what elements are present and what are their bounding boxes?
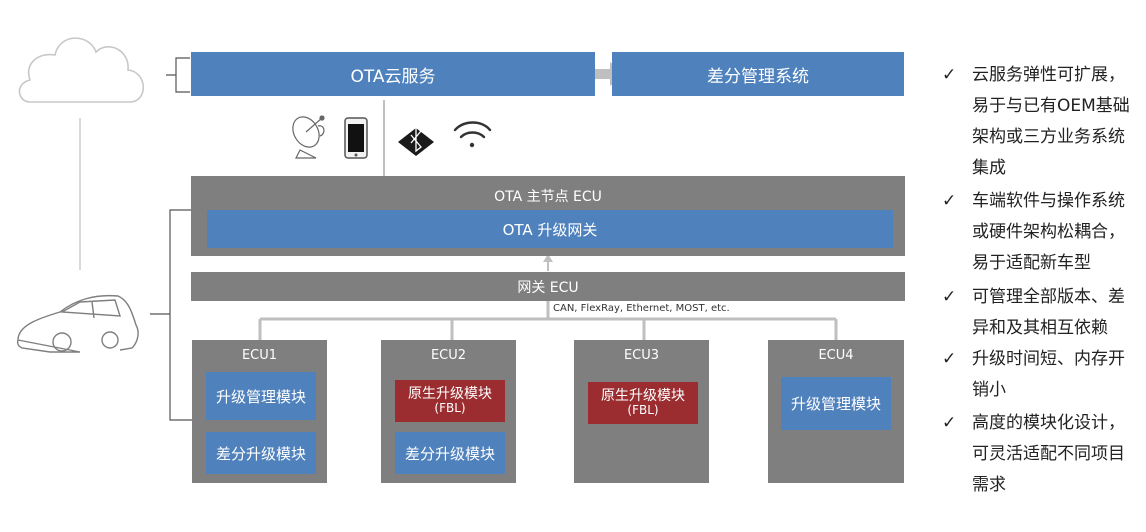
ecu3-native-fbl-module: 原生升级模块 (FBL) — [588, 382, 698, 424]
ota-cloud-service-box: OTA云服务 — [191, 52, 595, 96]
benefit-line: 易于与已有OEM基础 — [972, 96, 1130, 116]
ecu1-upgrade-mgmt-label: 升级管理模块 — [215, 387, 306, 406]
ecu2-fbl-label: (FBL) — [434, 401, 466, 416]
ecu1-title: ECU1 — [241, 348, 278, 363]
benefit-line: 云服务弹性可扩展， — [972, 65, 1125, 85]
ecu2: ECU2 原生升级模块 (FBL) 差分升级模块 — [381, 340, 516, 483]
check-icon: ✓ — [942, 287, 957, 307]
ecu4-upgrade-mgmt-module: 升级管理模块 — [781, 377, 891, 430]
ecu2-diff-upgrade-module: 差分升级模块 — [395, 432, 505, 474]
ecu2-title: ECU2 — [430, 348, 467, 363]
ecu1: ECU1 升级管理模块 差分升级模块 — [192, 340, 327, 483]
ecu3-native-label: 原生升级模块 — [601, 388, 685, 405]
bus-lines — [258, 301, 838, 340]
gateway-ecu-label: 网关 ECU — [517, 279, 579, 296]
ecu3: ECU3 原生升级模块 (FBL) — [574, 340, 709, 483]
ecu4-upgrade-mgmt-label: 升级管理模块 — [790, 395, 881, 413]
benefit-item: ✓ 高度的模块化设计， 可灵活适配不同项目 需求 — [942, 408, 1142, 501]
ecu4-title: ECU4 — [818, 348, 854, 363]
satellite-icon — [292, 115, 325, 159]
benefit-line: 易于适配新车型 — [972, 253, 1091, 273]
benefit-item: ✓ 可管理全部版本、差 异和及其相互依赖 — [942, 282, 1142, 344]
ecu3-fbl-label: (FBL) — [627, 403, 659, 418]
check-icon: ✓ — [942, 65, 957, 85]
benefit-item: ✓ 升级时间短、内存开 销小 — [942, 344, 1142, 406]
check-icon: ✓ — [942, 349, 957, 369]
ecu4: ECU4 升级管理模块 — [768, 340, 904, 483]
wifi-icon — [453, 121, 492, 148]
ecu1-upgrade-mgmt-module: 升级管理模块 — [206, 372, 316, 420]
benefit-line: 销小 — [972, 380, 1006, 400]
benefit-line: 高度的模块化设计， — [972, 413, 1125, 433]
benefit-item: ✓ 车端软件与操作系统 或硬件架构松耦合， 易于适配新车型 — [942, 186, 1142, 279]
diff-management-box: 差分管理系统 — [612, 52, 904, 96]
ecu1-diff-upgrade-module: 差分升级模块 — [206, 432, 316, 474]
benefit-line: 可管理全部版本、差 — [972, 287, 1125, 307]
benefit-line: 或硬件架构松耦合， — [972, 222, 1125, 242]
ecu2-diff-upgrade-label: 差分升级模块 — [404, 444, 495, 463]
ecu2-native-fbl-module: 原生升级模块 (FBL) — [395, 380, 505, 422]
benefit-line: 车端软件与操作系统 — [972, 191, 1125, 211]
benefit-line: 异和及其相互依赖 — [972, 318, 1108, 338]
benefit-item: ✓ 云服务弹性可扩展， 易于与已有OEM基础 架构或三方业务系统 集成 — [942, 60, 1142, 184]
gateway-ecu: 网关 ECU — [191, 272, 905, 301]
benefit-line: 需求 — [972, 475, 1006, 495]
benefit-line: 升级时间短、内存开 — [972, 349, 1125, 369]
check-icon: ✓ — [942, 191, 957, 211]
check-icon: ✓ — [942, 413, 957, 433]
cloud-bracket — [166, 57, 190, 93]
smartphone-icon — [344, 117, 368, 159]
ota-master-ecu-title: OTA 主节点 ECU — [494, 189, 602, 205]
ota-master-ecu: OTA 主节点 ECU OTA 升级网关 — [191, 176, 905, 256]
car-icon — [16, 294, 139, 353]
ecu2-native-label: 原生升级模块 — [408, 386, 492, 403]
ecu3-title: ECU3 — [623, 348, 660, 363]
benefit-line: 可灵活适配不同项目 — [972, 444, 1125, 464]
cloud-icon — [18, 37, 144, 103]
diff-management-label: 差分管理系统 — [707, 66, 809, 87]
ota-cloud-service-label: OTA云服务 — [350, 66, 436, 87]
ecu1-diff-upgrade-label: 差分升级模块 — [215, 444, 306, 463]
bus-protocols-label: CAN, FlexRay, Ethernet, MOST, etc. — [553, 303, 730, 314]
ota-upgrade-gateway: OTA 升级网关 — [207, 210, 893, 248]
benefit-line: 集成 — [972, 158, 1006, 178]
car-bracket — [150, 209, 192, 421]
benefit-line: 架构或三方业务系统 — [972, 127, 1125, 147]
ota-upgrade-gateway-label: OTA 升级网关 — [502, 220, 598, 239]
bluetooth-icon — [398, 125, 434, 156]
